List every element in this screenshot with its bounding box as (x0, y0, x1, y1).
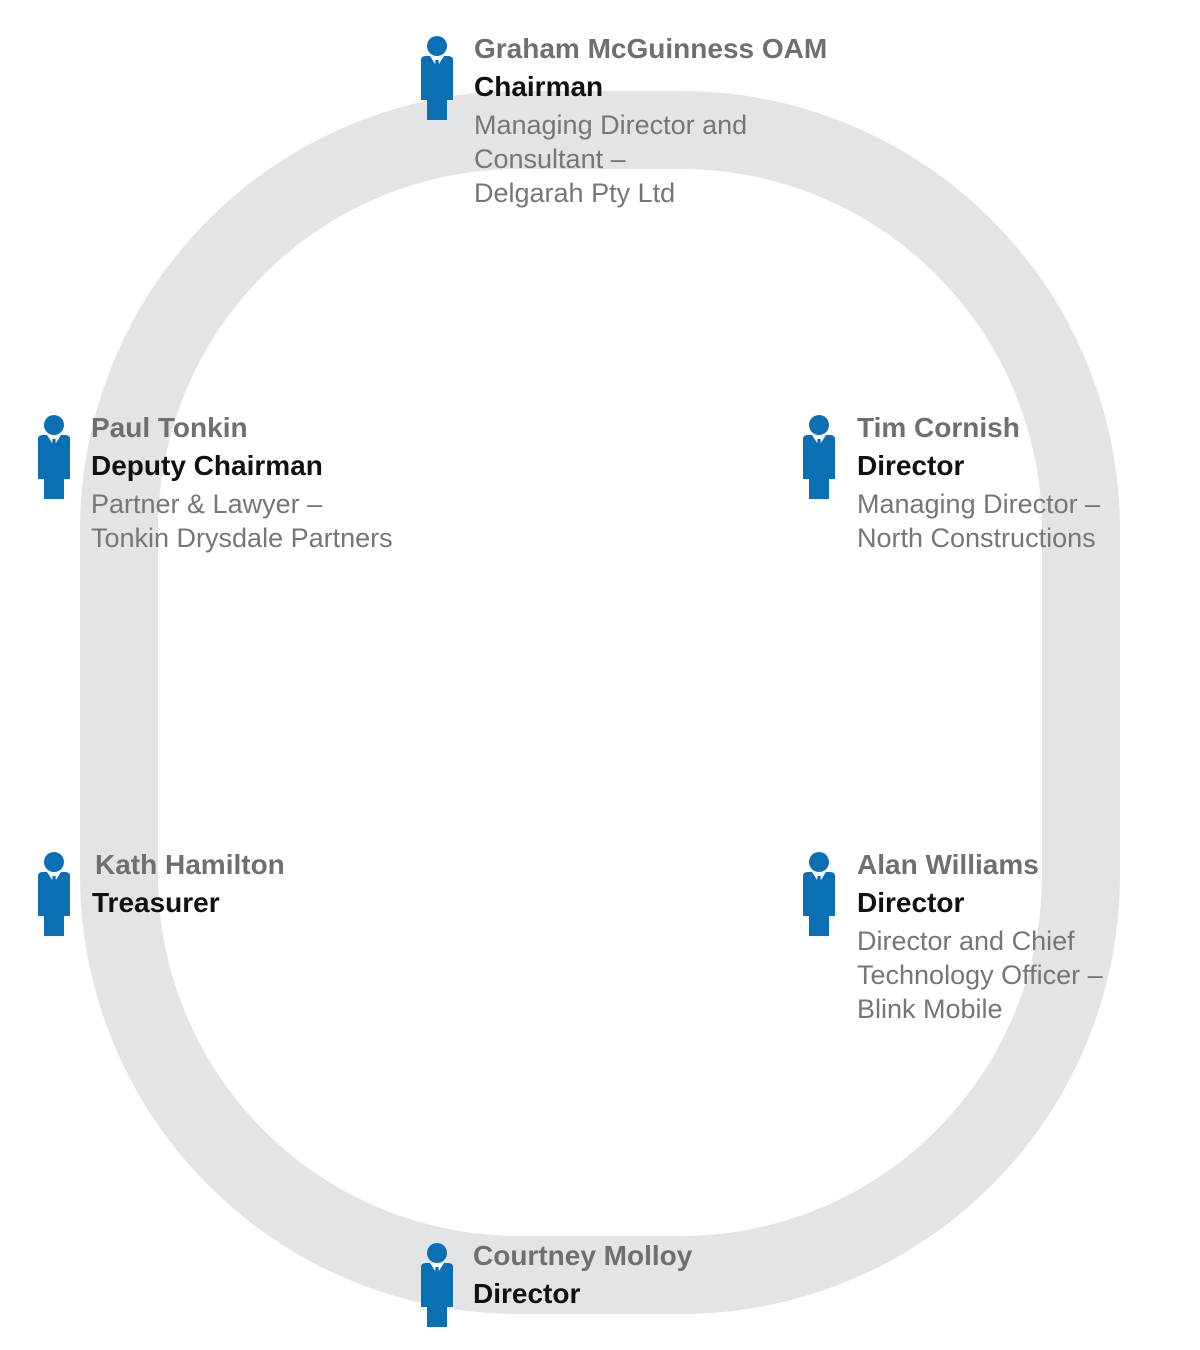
person-icon (38, 852, 70, 936)
member-description: Partner & Lawyer – Tonkin Drysdale Partn… (91, 487, 393, 555)
description-line: Partner & Lawyer – (91, 489, 323, 519)
member-role: Chairman (474, 71, 604, 102)
member-name: Tim Cornish (857, 412, 1020, 443)
person-icon (38, 415, 70, 499)
person-icon (421, 36, 453, 120)
description-line: Delgarah Pty Ltd (474, 178, 676, 208)
description-line: North Constructions (857, 523, 1096, 553)
description-line: Managing Director and (474, 110, 748, 140)
member-description: Director and Chief Technology Officer – … (857, 924, 1103, 1026)
description-line: Director and Chief (857, 926, 1075, 956)
member-name: Graham McGuinness OAM (474, 33, 828, 64)
member-role: Director (857, 450, 965, 481)
member-name: Paul Tonkin (91, 412, 248, 443)
member-name: Kath Hamilton (95, 849, 285, 880)
person-icon (421, 1243, 453, 1327)
description-line: Managing Director – (857, 489, 1101, 519)
description-line: Tonkin Drysdale Partners (91, 523, 393, 553)
description-line: Technology Officer – (857, 960, 1103, 990)
member-role: Deputy Chairman (91, 450, 323, 481)
person-icon (803, 852, 835, 936)
description-line: Blink Mobile (857, 994, 1003, 1024)
member-description: Managing Director and Consultant – Delga… (474, 108, 827, 210)
member-description: Managing Director – North Constructions (857, 487, 1100, 555)
member-role: Director (473, 1278, 581, 1309)
member-role: Treasurer (92, 887, 220, 918)
member-name: Alan Williams (857, 849, 1039, 880)
description-line: Consultant – (474, 144, 626, 174)
person-icon (803, 415, 835, 499)
member-role: Director (857, 887, 965, 918)
member-name: Courtney Molloy (473, 1240, 693, 1271)
